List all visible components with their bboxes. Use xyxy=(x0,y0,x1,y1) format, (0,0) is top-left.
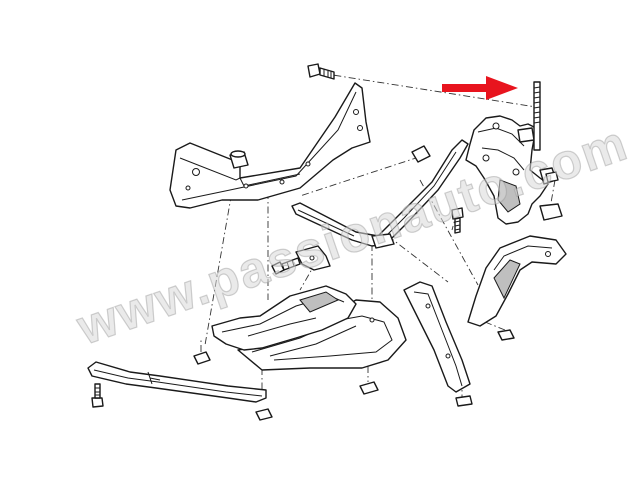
nuts xyxy=(193,171,559,421)
rubber-bushing xyxy=(229,150,249,169)
lower-rail xyxy=(87,361,267,403)
angled-bracket-right xyxy=(467,235,567,327)
upper-crossmember xyxy=(169,82,371,209)
tubular-brace xyxy=(291,139,469,249)
bolt-lower-left xyxy=(91,383,104,408)
bolt-left xyxy=(271,257,301,275)
vertical-channel xyxy=(403,281,471,393)
clip-bracket xyxy=(295,245,331,271)
arrow-right-icon xyxy=(442,76,518,100)
mounting-plate xyxy=(211,285,357,351)
bolt-top xyxy=(307,63,335,80)
bolt-mid xyxy=(451,207,464,234)
threaded-stud xyxy=(533,81,541,151)
